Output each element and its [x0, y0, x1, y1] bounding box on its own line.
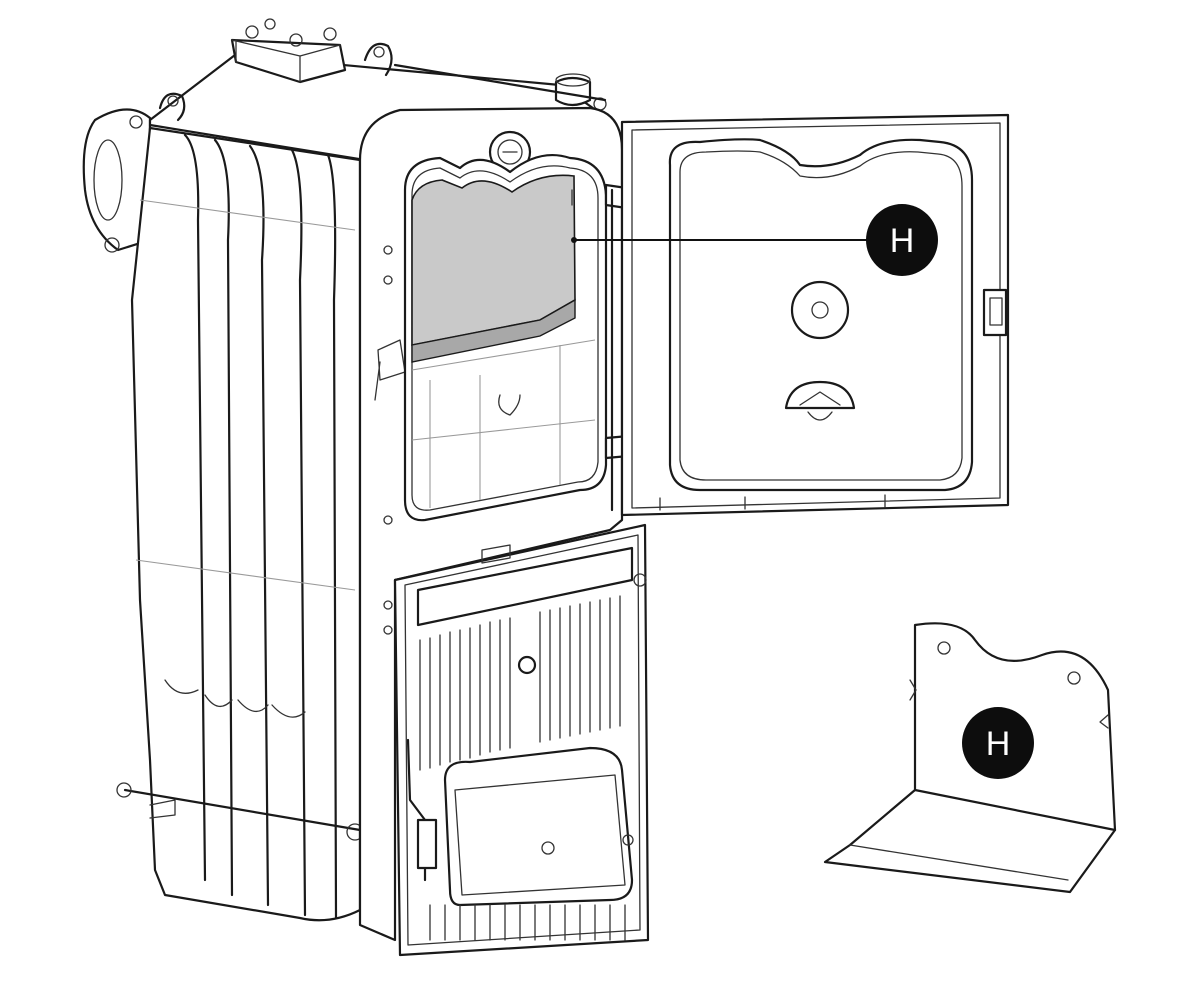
baffle-plate: [411, 174, 576, 363]
callout-disc: [962, 707, 1034, 779]
open-door: [604, 113, 1010, 517]
callout-label: H: [890, 222, 915, 260]
ash-door: [393, 523, 650, 957]
callout-label: H: [986, 725, 1011, 763]
callout-h-part: H: [962, 707, 1034, 779]
callout-disc: [866, 204, 938, 276]
callout-h-door: H: [866, 204, 938, 276]
callout-leader-dot: [571, 237, 577, 243]
